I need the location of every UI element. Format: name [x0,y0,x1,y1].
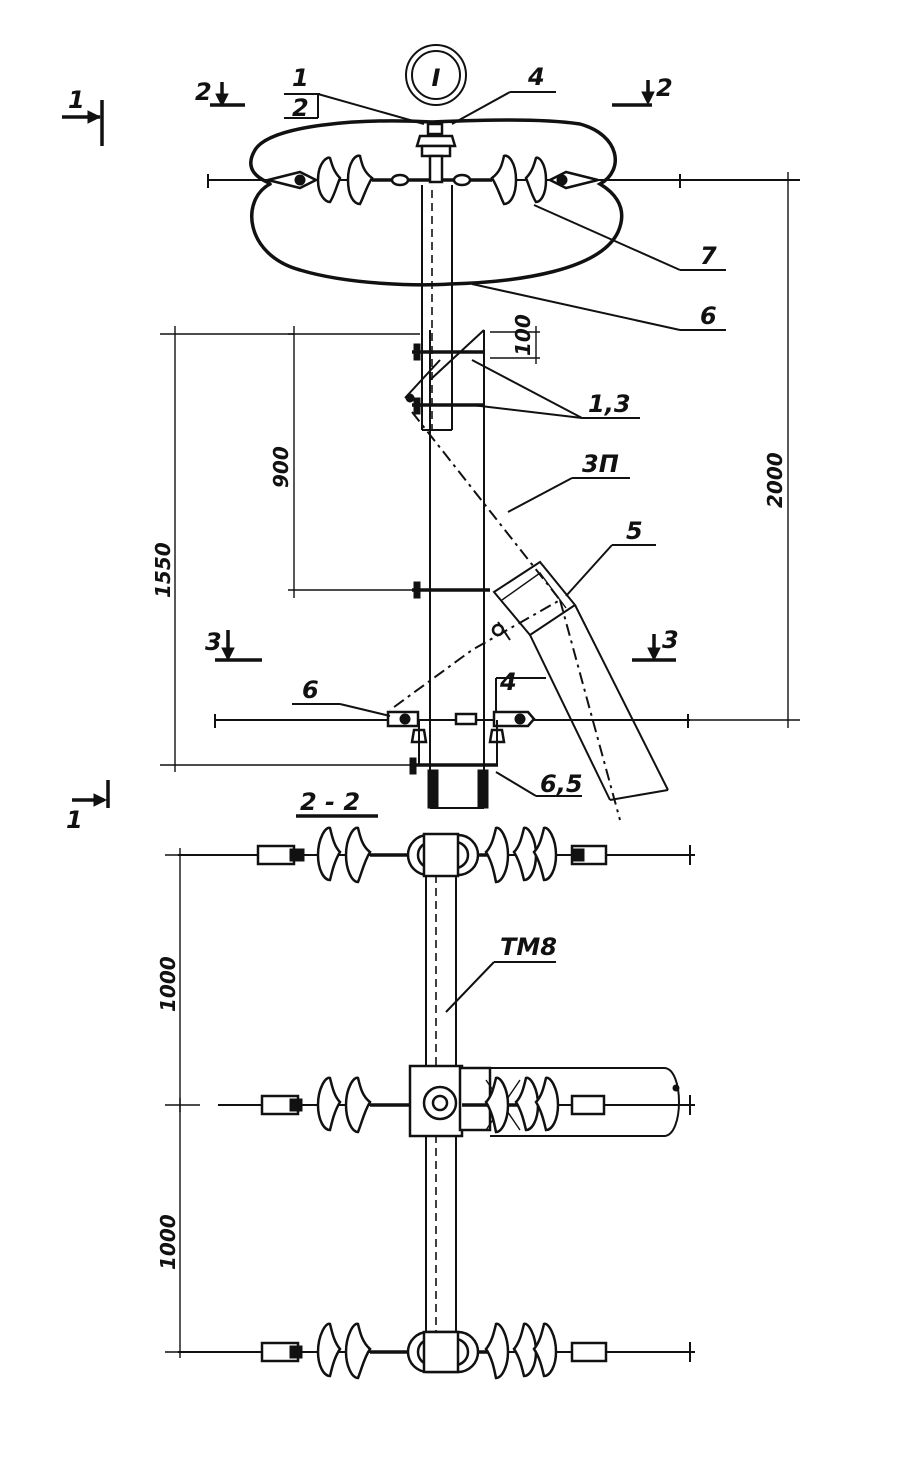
pole-bands [409,343,498,775]
svg-text:4: 4 [499,668,517,696]
pin-insulator-top [415,122,457,184]
section-mark-3-right: 3 [632,626,679,662]
bracket-top [404,329,485,403]
callout-6-top: 6 [471,283,726,331]
svg-text:2000: 2000 [763,452,787,508]
callout-6-bottom: 6 [292,676,391,717]
svg-text:6: 6 [700,302,717,330]
svg-text:6: 6 [302,676,319,704]
inclined-box [491,560,669,801]
strain-clamp-left [267,170,319,190]
svg-text:100: 100 [511,314,535,356]
callout-tmb: ТМ8 [445,933,557,1013]
svg-text:2: 2 [656,74,673,102]
svg-text:1: 1 [292,64,309,92]
svg-text:1000: 1000 [156,956,180,1012]
insulator-row-1 [178,826,695,884]
strain-clamp-right [547,170,599,190]
insulator-string-left-top [316,154,410,206]
lower-fittings [386,710,536,765]
insulator-row-2 [218,1064,695,1138]
svg-text:4: 4 [527,63,545,91]
view-marker-label: I [432,64,441,92]
callout-1-3: 1,3 [471,359,640,419]
svg-text:1: 1 [68,86,85,114]
svg-text:3: 3 [662,626,679,654]
svg-text:1: 1 [66,806,83,834]
section-mark-2-right: 2 [612,74,673,107]
dimension-100: 100 [490,314,540,364]
svg-text:1550: 1550 [151,542,175,598]
svg-text:2: 2 [292,94,309,122]
dimension-2000: 2000 [690,172,800,728]
section-mark-1-bottom: 1 [66,780,110,834]
svg-text:6,5: 6,5 [540,770,583,798]
callout-5: 5 [565,517,656,597]
insulator-row-3 [178,1322,695,1380]
svg-text:1,3: 1,3 [588,390,631,418]
pole-upper [421,185,489,809]
svg-text:3П: 3П [582,450,619,478]
view-marker: I [405,44,467,106]
insulator-string-right-top [452,154,548,206]
section-mark-1-top: 1 [62,86,104,146]
dimension-1000-a: 1000 [156,848,200,1112]
section-mark-3-left: 3 [205,628,262,662]
svg-text:7: 7 [700,242,717,270]
svg-text:ТМ8: ТМ8 [500,933,557,961]
svg-text:5: 5 [626,517,643,545]
dimension-900: 900 [269,326,420,598]
callout-1-2: 1 2 [284,64,425,125]
callout-4-top: 4 [451,63,556,125]
dimension-1000-b: 1000 [156,1098,200,1358]
svg-text:2 - 2: 2 - 2 [300,788,360,816]
section-title: 2 - 2 [296,788,378,818]
callout-7: 7 [533,204,726,271]
svg-text:1000: 1000 [156,1214,180,1270]
callout-4-bottom: 4 [495,668,546,712]
section-mark-2-left: 2 [195,78,245,108]
callout-3p: 3П [507,450,630,513]
svg-text:3: 3 [205,628,222,656]
grounding-line [389,411,562,711]
svg-text:2: 2 [195,78,212,106]
dimension-1550: 1550 [151,326,412,772]
jumper-loop [249,118,624,287]
callout-6-5: 6,5 [495,770,583,798]
svg-text:900: 900 [269,446,293,488]
